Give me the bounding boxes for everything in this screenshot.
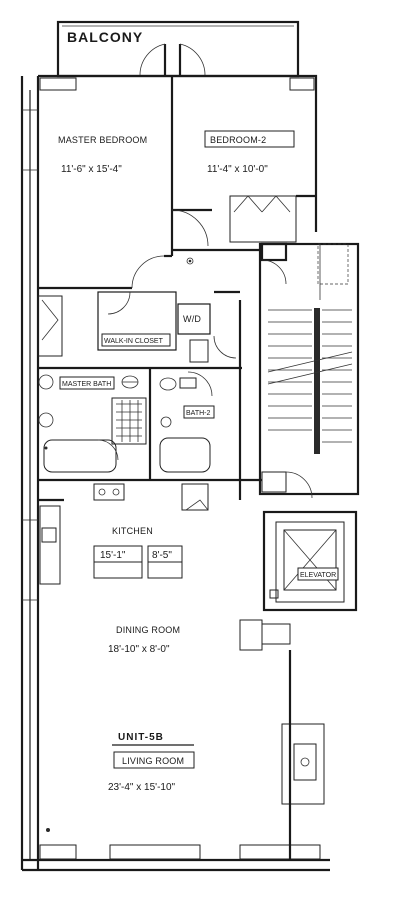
dining-room-label: DINING ROOM xyxy=(116,625,180,635)
bath-zone: MASTER BATH BATH-2 xyxy=(38,366,242,511)
master-bath-label: MASTER BATH xyxy=(62,381,111,388)
exterior-walls xyxy=(20,74,330,872)
kitchen-dim-a: 15'-1" xyxy=(100,550,126,561)
master-bedroom-dims: 11'-6" x 15'-4" xyxy=(61,164,122,175)
washer-dryer-label: W/D xyxy=(183,314,201,324)
stair-treads xyxy=(268,309,352,443)
kitchen-label: KITCHEN xyxy=(112,526,153,536)
stair-core xyxy=(258,242,360,499)
balcony: BALCONY xyxy=(56,20,300,78)
living-room-dims: 23'-4" x 15'-10" xyxy=(108,782,176,793)
walk-in-closet-label: WALK-IN CLOSET xyxy=(104,338,164,345)
elevator: ELEVATOR xyxy=(262,510,358,612)
living-room-label: LIVING ROOM xyxy=(122,756,184,766)
elevator-label: ELEVATOR xyxy=(300,572,336,579)
bedroom-2-label: BEDROOM-2 xyxy=(210,135,266,145)
shower-tile xyxy=(116,400,142,442)
closet-laundry-zone: WALK-IN CLOSET W/D xyxy=(97,290,240,363)
balcony-label: BALCONY xyxy=(67,29,143,45)
unit-label: UNIT-5B xyxy=(118,732,164,743)
bedroom-zone: MASTER BEDROOM 11'-6" x 15'-4" BEDROOM-2… xyxy=(37,76,316,357)
living-zone: KITCHEN 15'-1" 8'-5" DINING ROOM 18'-10"… xyxy=(38,300,325,860)
kitchen-dim-b: 8'-5" xyxy=(152,550,172,561)
master-bedroom-label: MASTER BEDROOM xyxy=(58,135,147,145)
dining-room-dims: 18'-10" x 8'-0" xyxy=(108,644,170,655)
bath-2-label: BATH-2 xyxy=(186,410,210,417)
bedroom-2-dims: 11'-4" x 10'-0" xyxy=(207,164,268,175)
